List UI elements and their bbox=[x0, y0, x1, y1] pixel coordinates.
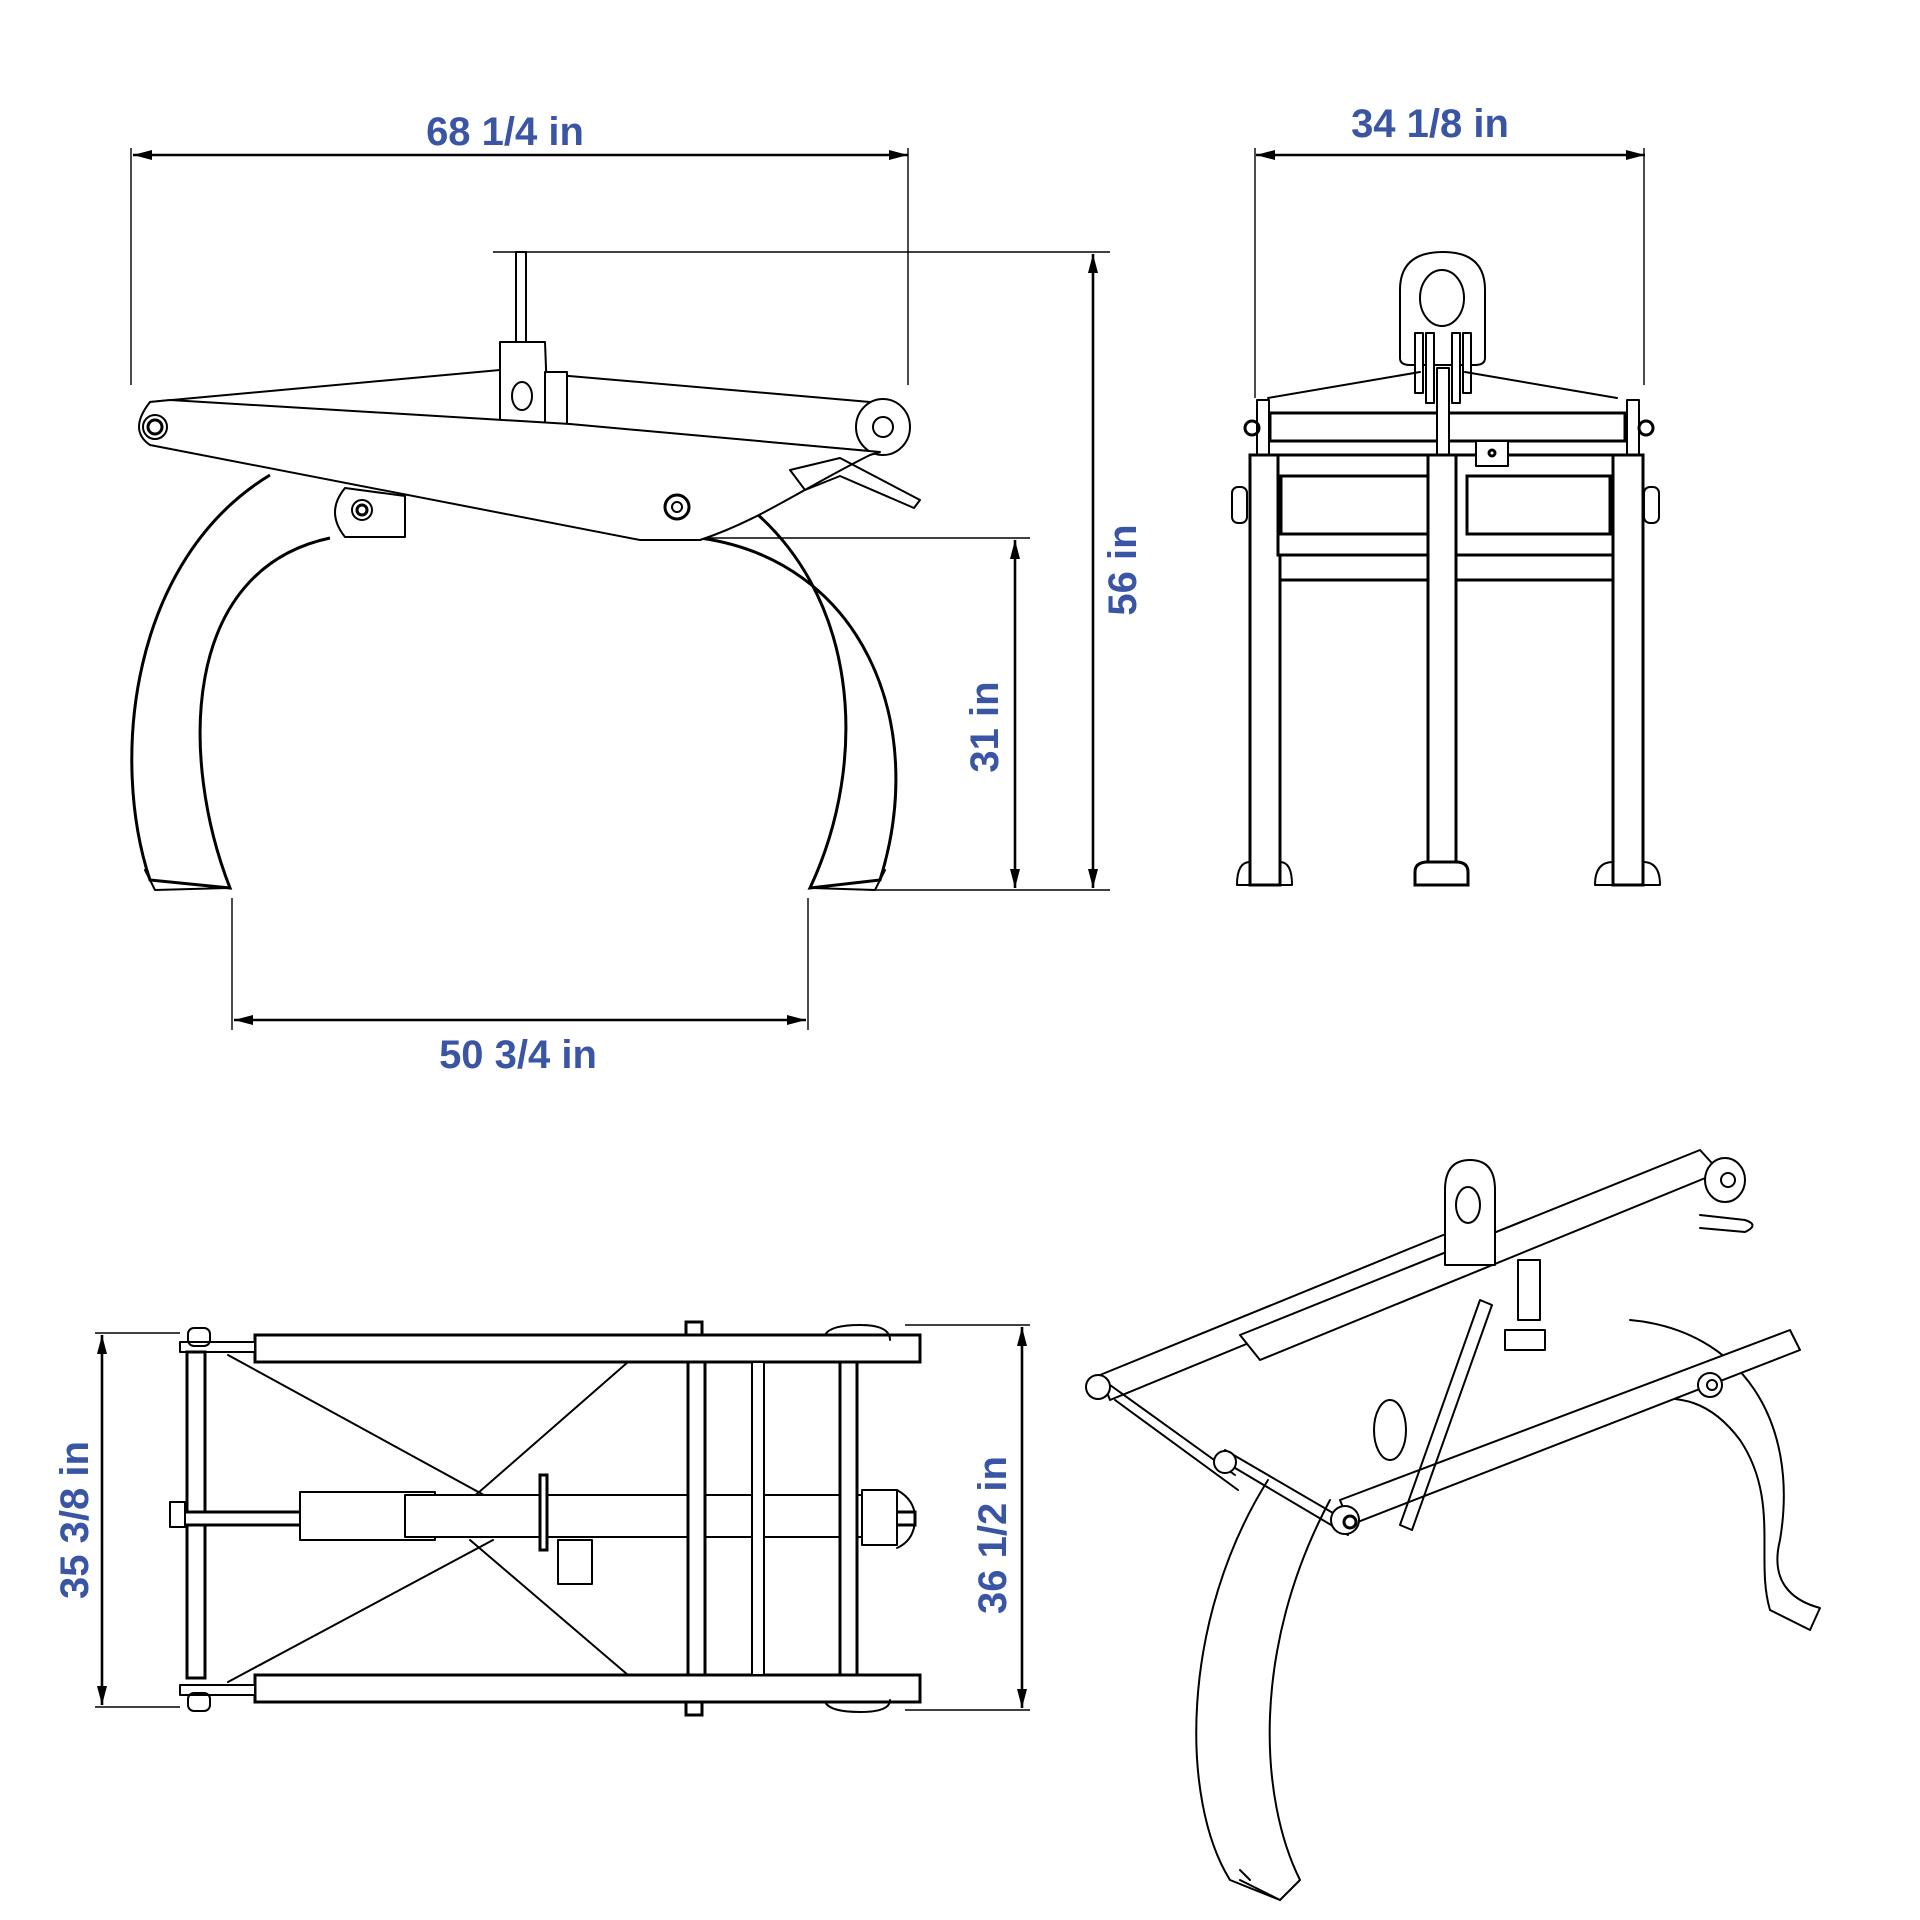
side-opening-height-label: 31 in bbox=[963, 681, 1007, 773]
side-overall-height-label: 56 in bbox=[1101, 524, 1145, 616]
side-view bbox=[130, 148, 1110, 1030]
side-overall-width-label: 68 1/4 in bbox=[426, 110, 584, 154]
top-view bbox=[95, 1320, 1030, 1717]
top-overall-depth-label: 36 1/2 in bbox=[971, 1456, 1015, 1614]
top-frame-width-label: 35 3/8 in bbox=[53, 1441, 97, 1599]
front-view bbox=[1231, 148, 1661, 887]
isometric-view bbox=[1085, 1149, 1821, 1901]
side-opening-width-label: 50 3/4 in bbox=[439, 1033, 597, 1077]
front-overall-width-label: 34 1/8 in bbox=[1351, 102, 1509, 146]
